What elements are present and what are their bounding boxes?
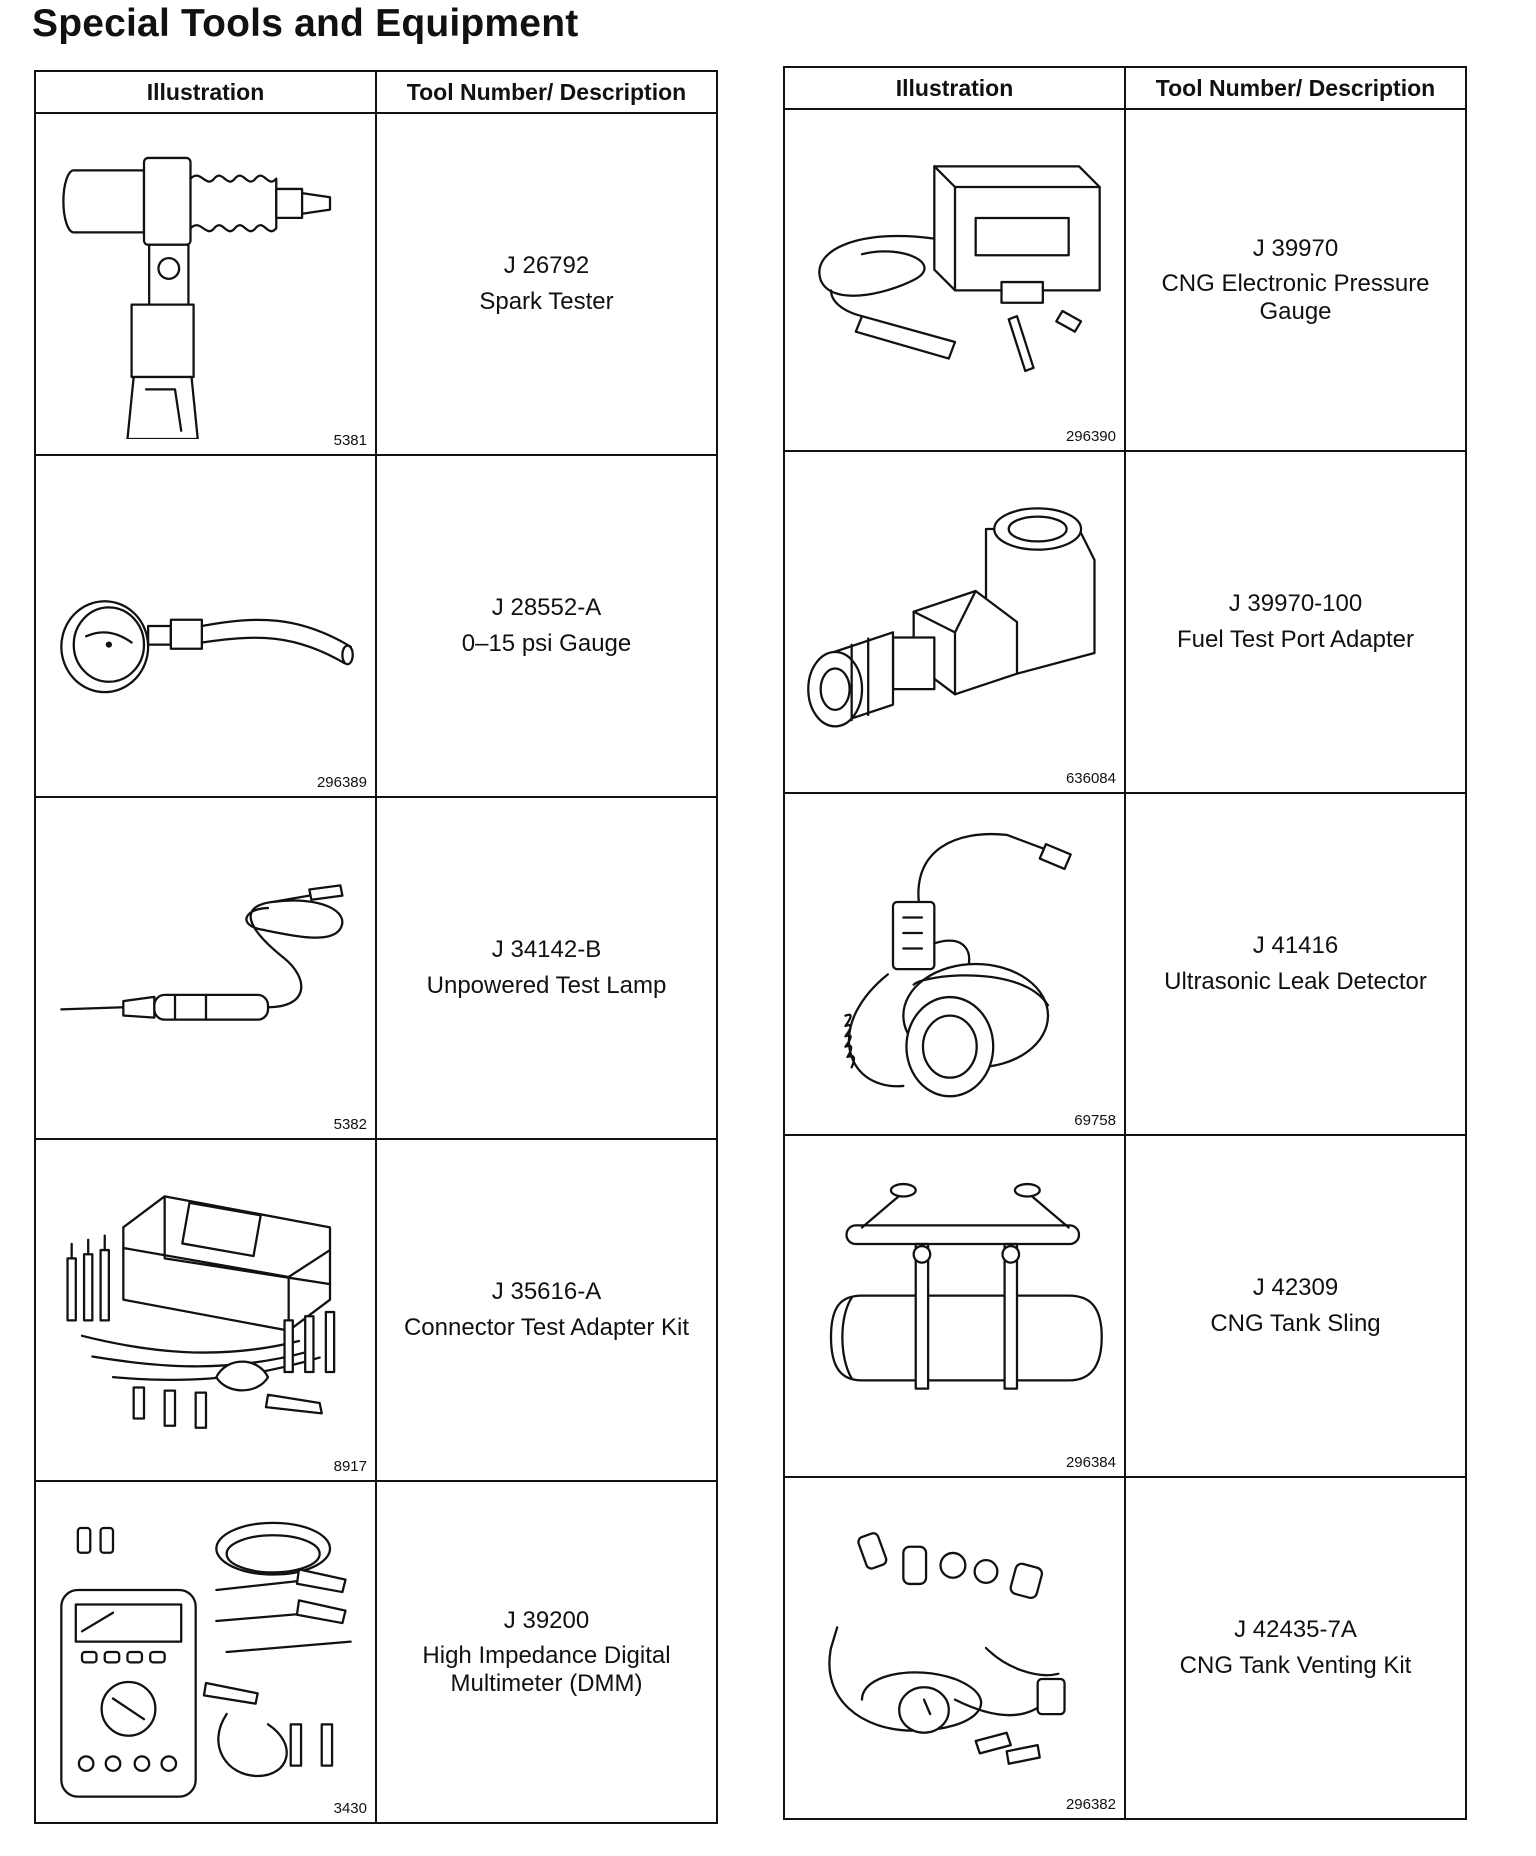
- table-row: 5382 J 34142-B Unpowered Test Lamp: [34, 796, 718, 1140]
- table-row: 5381 J 26792 Spark Tester: [34, 112, 718, 456]
- illustration-column-header: Illustration: [34, 70, 377, 114]
- table-row: 296384 J 42309 CNG Tank Sling: [783, 1134, 1467, 1478]
- tool-description: CNG Tank Sling: [1210, 1310, 1381, 1337]
- tool-description: CNG Tank Venting Kit: [1179, 1652, 1412, 1679]
- figure-number: 69758: [1074, 1112, 1116, 1129]
- figure-number: 5382: [333, 1116, 367, 1133]
- table-row: 296390 J 39970 CNG Electronic Pressure G…: [783, 108, 1467, 452]
- leak-detector-headset-icon: [843, 832, 1072, 1098]
- table-header-row: Illustration Tool Number/ Description: [783, 66, 1467, 110]
- description-cell: J 39200 High Impedance Digital Multimete…: [375, 1480, 718, 1824]
- figure-number: 8917: [333, 1458, 367, 1475]
- figure-number: 296384: [1065, 1454, 1116, 1471]
- description-cell: J 28552-A 0–15 psi Gauge: [375, 454, 718, 798]
- tool-number: J 26792: [503, 252, 590, 280]
- description-cell: J 39970 CNG Electronic Pressure Gauge: [1124, 108, 1467, 452]
- tool-number: J 35616-A: [491, 1278, 602, 1306]
- illustration-cell: 3430: [34, 1480, 377, 1824]
- description-column-header: Tool Number/ Description: [375, 70, 718, 114]
- table-row: 296389 J 28552-A 0–15 psi Gauge: [34, 454, 718, 798]
- illustration-cell: 296384: [783, 1134, 1126, 1478]
- description-cell: J 42435-7A CNG Tank Venting Kit: [1124, 1476, 1467, 1820]
- table-header-row: Illustration Tool Number/ Description: [34, 70, 718, 114]
- test-lamp-icon: [59, 884, 344, 1021]
- port-adapter-icon: [806, 507, 1096, 728]
- tools-table-left: Illustration Tool Number/ Description: [34, 70, 718, 1824]
- table-row: 8917 J 35616-A Connector Test Adapter Ki…: [34, 1138, 718, 1482]
- figure-number: 5381: [333, 432, 367, 449]
- pressure-gauge-icon: [59, 600, 354, 694]
- illustration-cell: 5382: [34, 796, 377, 1140]
- table-row: 296382 J 42435-7A CNG Tank Venting Kit: [783, 1476, 1467, 1820]
- electronic-gauge-case-icon: [817, 165, 1101, 373]
- tool-description: Connector Test Adapter Kit: [403, 1314, 690, 1341]
- adapter-kit-icon: [65, 1195, 335, 1429]
- illustration-cell: 5381: [34, 112, 377, 456]
- tank-sling-icon: [829, 1182, 1103, 1390]
- illustration-cell: 69758: [783, 792, 1126, 1136]
- venting-kit-icon: [827, 1532, 1066, 1765]
- figure-number: 636084: [1065, 770, 1116, 787]
- spark-tester-icon: [61, 156, 331, 439]
- tool-number: J 42435-7A: [1234, 1616, 1357, 1644]
- multimeter-icon: [59, 1521, 352, 1798]
- illustration-cell: 296390: [783, 108, 1126, 452]
- tool-number: J 34142-B: [491, 936, 602, 964]
- tool-description: Fuel Test Port Adapter: [1176, 626, 1415, 653]
- page-title: Special Tools and Equipment: [32, 2, 579, 45]
- tool-description: Unpowered Test Lamp: [426, 972, 667, 999]
- description-cell: J 34142-B Unpowered Test Lamp: [375, 796, 718, 1140]
- tool-description: Ultrasonic Leak Detector: [1164, 968, 1427, 995]
- tool-number: J 41416: [1252, 932, 1339, 960]
- tool-description: High Impedance Digital Multimeter (DMM): [422, 1642, 671, 1697]
- tool-number: J 39970: [1252, 234, 1339, 262]
- description-cell: J 42309 CNG Tank Sling: [1124, 1134, 1467, 1478]
- tool-number: J 39970-100: [1228, 590, 1363, 618]
- description-cell: J 41416 Ultrasonic Leak Detector: [1124, 792, 1467, 1136]
- tool-number: J 28552-A: [491, 594, 602, 622]
- description-cell: J 39970-100 Fuel Test Port Adapter: [1124, 450, 1467, 794]
- tool-number: J 42309: [1252, 1274, 1339, 1302]
- table-row: 636084 J 39970-100 Fuel Test Port Adapte…: [783, 450, 1467, 794]
- illustration-cell: 636084: [783, 450, 1126, 794]
- illustration-cell: 296389: [34, 454, 377, 798]
- description-column-header: Tool Number/ Description: [1124, 66, 1467, 110]
- table-row: 69758 J 41416 Ultrasonic Leak Detector: [783, 792, 1467, 1136]
- table-row: 3430 J 39200 High Impedance Digital Mult…: [34, 1480, 718, 1824]
- figure-number: 296390: [1065, 428, 1116, 445]
- illustration-column-header: Illustration: [783, 66, 1126, 110]
- tool-number: J 39200: [503, 1606, 590, 1634]
- tools-table-right: Illustration Tool Number/ Description 29…: [783, 66, 1467, 1820]
- figure-number: 296389: [316, 774, 367, 791]
- tool-description: 0–15 psi Gauge: [461, 630, 632, 657]
- tool-description: Spark Tester: [479, 288, 614, 315]
- description-cell: J 26792 Spark Tester: [375, 112, 718, 456]
- tool-description: CNG Electronic Pressure Gauge: [1161, 270, 1430, 325]
- description-cell: J 35616-A Connector Test Adapter Kit: [375, 1138, 718, 1482]
- illustration-cell: 8917: [34, 1138, 377, 1482]
- figure-number: 3430: [333, 1800, 367, 1817]
- illustration-cell: 296382: [783, 1476, 1126, 1820]
- figure-number: 296382: [1065, 1796, 1116, 1813]
